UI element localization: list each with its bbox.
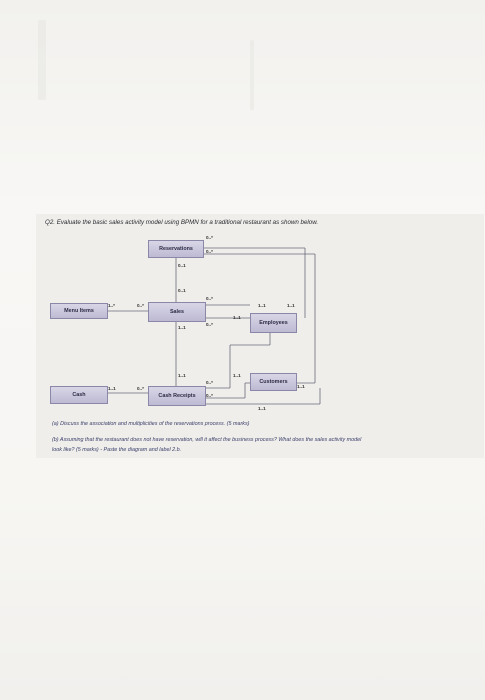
multiplicity-label: 1..1 — [287, 303, 295, 308]
question-part-b: (b) Assuming that the restaurant does no… — [52, 437, 362, 443]
question-part-a: (a) Discuss the association and multipli… — [52, 421, 250, 427]
multiplicity-label: 0..* — [206, 249, 213, 254]
multiplicity-label: 1..1 — [258, 406, 266, 411]
multiplicity-label: 0..* — [137, 303, 144, 308]
multiplicity-label: 1..1 — [178, 325, 186, 330]
background-smudge — [250, 40, 254, 110]
multiplicity-label: 1..1 — [297, 384, 305, 389]
entity-menu-items: Menu Items — [50, 303, 108, 319]
question-sheet — [36, 214, 484, 458]
multiplicity-label: 0..* — [137, 386, 144, 391]
entity-customers: Customers — [250, 373, 297, 391]
background-smudge — [38, 20, 46, 100]
multiplicity-label: 0..1 — [178, 263, 186, 268]
entity-sales: Sales — [148, 302, 206, 322]
question-title: Q2. Evaluate the basic sales activity mo… — [45, 219, 319, 226]
question-part-b-continued: look like? (5 marks) - Paste the diagram… — [52, 447, 182, 453]
multiplicity-label: 0..1 — [178, 288, 186, 293]
entity-employees: Employees — [250, 313, 297, 333]
multiplicity-label: 0..* — [206, 296, 213, 301]
multiplicity-label: 1..* — [108, 303, 115, 308]
multiplicity-label: 0..* — [206, 393, 213, 398]
entity-cash-receipts: Cash Receipts — [148, 386, 206, 406]
multiplicity-label: 1..1 — [233, 373, 241, 378]
multiplicity-label: 1..1 — [108, 386, 116, 391]
entity-reservations: Reservations — [148, 240, 204, 258]
multiplicity-label: 1..1 — [178, 373, 186, 378]
multiplicity-label: 0..* — [206, 322, 213, 327]
multiplicity-label: 1..1 — [258, 303, 266, 308]
entity-cash: Cash — [50, 386, 108, 404]
multiplicity-label: 1..1 — [233, 315, 241, 320]
multiplicity-label: 0..* — [206, 380, 213, 385]
multiplicity-label: 0..* — [206, 235, 213, 240]
